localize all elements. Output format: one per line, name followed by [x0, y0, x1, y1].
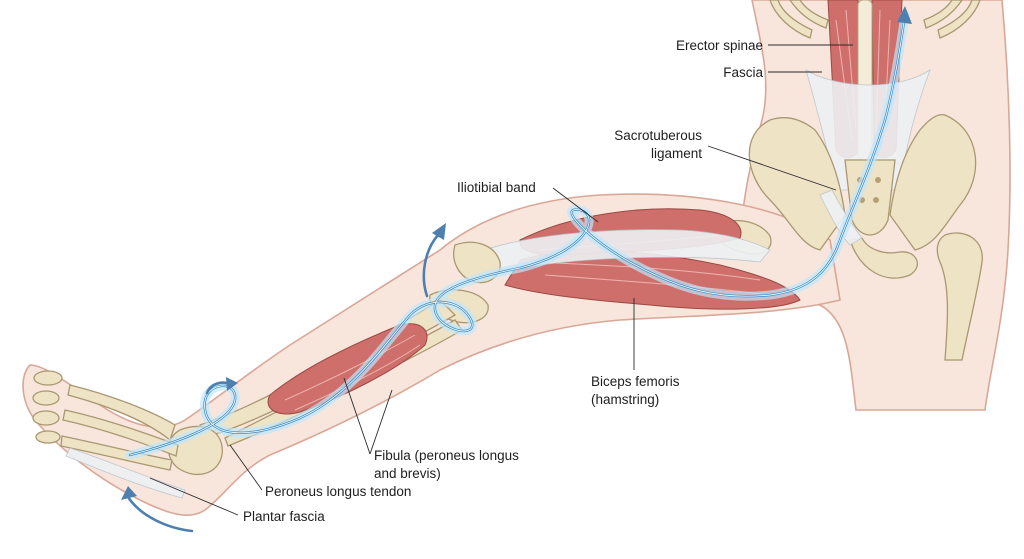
toes	[32, 370, 63, 444]
leader-fibula-2	[369, 389, 393, 455]
label-biceps-femoris: Biceps femoris	[591, 374, 680, 389]
sacrotuberous-ligament	[819, 189, 863, 246]
ribcage	[769, 0, 981, 39]
ischium	[849, 237, 919, 279]
leader-plantar	[149, 477, 239, 516]
line-end-arrowhead	[897, 6, 912, 24]
label-fibula-2: and brevis)	[374, 466, 441, 481]
label-biceps-femoris-2: (hamstring)	[591, 392, 659, 407]
label-erector-spinae: Erector spinae	[676, 38, 763, 53]
leader-iliotibial	[552, 187, 599, 223]
label-iliotibial-band: Iliotibial band	[457, 180, 536, 195]
knee-arrow	[422, 223, 446, 298]
leader-peroneus	[229, 444, 263, 491]
rotation-arrows	[121, 223, 446, 533]
pelvis	[711, 113, 983, 361]
foot-arrow	[121, 486, 194, 533]
foot	[32, 370, 223, 499]
fascial-line	[125, 6, 912, 460]
leader-lines	[149, 44, 853, 516]
metatarsals	[67, 384, 176, 442]
label-fascia: Fascia	[723, 65, 763, 80]
labels: Erector spinae Fascia Sacrotuberous liga…	[243, 38, 763, 524]
thoracolumbar-fascia	[805, 68, 931, 191]
label-sacrotuberous-2: ligament	[651, 146, 702, 161]
right-ilium	[889, 113, 977, 251]
plantar-fascia-sheet	[65, 447, 186, 499]
label-peroneus-longus-tendon: Peroneus longus tendon	[265, 484, 411, 499]
leader-fibula	[343, 377, 371, 455]
leader-sacrotuberous	[707, 145, 837, 191]
label-fibula: Fibula (peroneus longus	[374, 448, 519, 463]
label-sacrotuberous: Sacrotuberous	[614, 128, 702, 143]
left-ilium	[748, 117, 846, 251]
ankle-arrow	[205, 377, 238, 395]
label-plantar-fascia: Plantar fascia	[243, 509, 325, 524]
right-femur	[936, 232, 983, 361]
